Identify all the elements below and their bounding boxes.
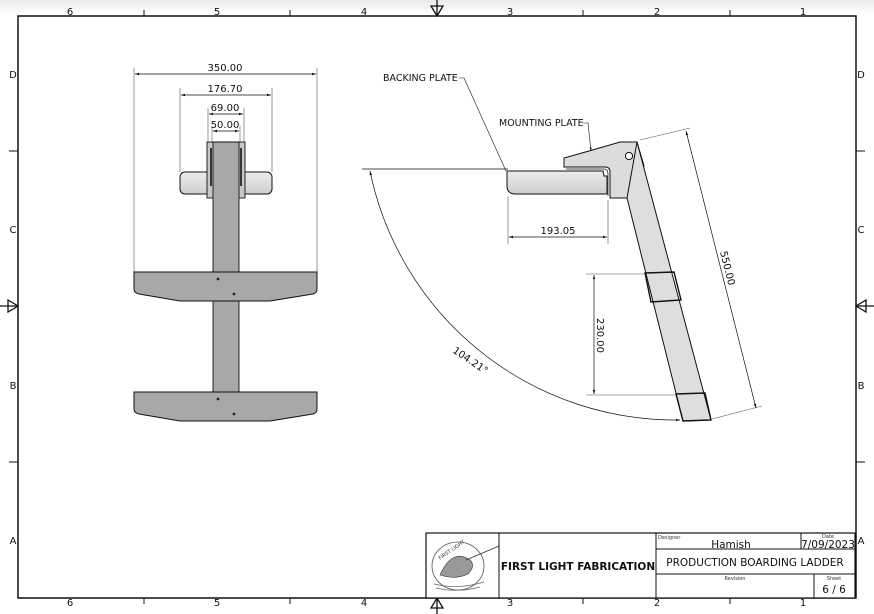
sheet-value: 6 / 6	[822, 584, 846, 596]
svg-text:5: 5	[214, 7, 220, 18]
svg-text:B: B	[858, 381, 865, 392]
zone-labels: 6 5 4 3 2 1 6 5 4 3 2 1 D C B A D C B A	[9, 7, 865, 609]
front-rail-lower	[212, 300, 240, 397]
svg-text:C: C	[858, 225, 865, 236]
designer-value: Hamish	[711, 539, 751, 551]
angle-arc	[369, 170, 681, 422]
designer-label: Designer	[658, 535, 681, 541]
dim-rail-width: 50.00	[211, 120, 240, 131]
dim-plate-length: 193.05	[541, 226, 576, 237]
svg-text:3: 3	[507, 7, 513, 18]
dim-ladder-length: 550.00	[717, 250, 736, 287]
company-name: FIRST LIGHT FABRICATION	[501, 561, 655, 573]
dim-mount-width: 69.00	[211, 103, 240, 114]
revision-label: Revision	[725, 576, 746, 582]
svg-text:2: 2	[654, 598, 660, 609]
svg-text:D: D	[857, 70, 865, 81]
svg-text:5: 5	[214, 598, 220, 609]
center-mark-bottom-icon	[429, 596, 445, 614]
svg-text:A: A	[858, 536, 865, 547]
front-step-1	[133, 271, 318, 302]
dim-swing-angle: 104.21°	[450, 345, 489, 376]
title-block: FIRST LIGHT FIRST LIGHT FABRICATION Desi…	[425, 532, 856, 599]
svg-text:4: 4	[361, 598, 367, 609]
side-ladder-rail	[626, 141, 712, 422]
svg-text:1: 1	[800, 598, 806, 609]
dim-line-550	[685, 130, 757, 409]
center-mark-top-icon	[429, 0, 445, 18]
callout-mounting-plate: MOUNTING PLATE	[499, 118, 584, 129]
svg-text:3: 3	[507, 598, 513, 609]
front-extension-lines	[133, 68, 318, 272]
svg-text:C: C	[10, 225, 17, 236]
center-mark-left-icon	[0, 298, 20, 314]
svg-text:1: 1	[800, 7, 806, 18]
svg-text:A: A	[10, 536, 17, 547]
front-view: 350.00 176.70 69.00 50.00	[133, 63, 318, 422]
side-step-sleeve-1	[644, 271, 682, 303]
date-value: 7/09/2023	[801, 539, 855, 551]
svg-text:2: 2	[654, 7, 660, 18]
svg-text:D: D	[9, 70, 17, 81]
sheet-label: Sheet	[827, 576, 841, 582]
svg-text:B: B	[10, 381, 17, 392]
sheet-border	[9, 10, 865, 604]
side-view: 104.21° 193.05 230.00	[362, 73, 763, 422]
callout-backing-plate: BACKING PLATE	[383, 73, 458, 84]
center-mark-right-icon	[854, 298, 874, 314]
dim-backing-width: 176.70	[208, 84, 243, 95]
front-rail-upper	[212, 141, 240, 277]
svg-text:6: 6	[67, 598, 73, 609]
dim-step-spacing: 230.00	[594, 318, 605, 353]
side-backing-plate	[506, 170, 608, 195]
front-step-2	[133, 391, 318, 422]
date-label: Date	[822, 534, 834, 540]
pivot-hole-upper	[624, 151, 634, 161]
drawing-title: PRODUCTION BOARDING LADDER	[666, 557, 843, 569]
svg-text:6: 6	[67, 7, 73, 18]
svg-text:4: 4	[361, 7, 367, 18]
dim-overall-width: 350.00	[208, 63, 243, 74]
